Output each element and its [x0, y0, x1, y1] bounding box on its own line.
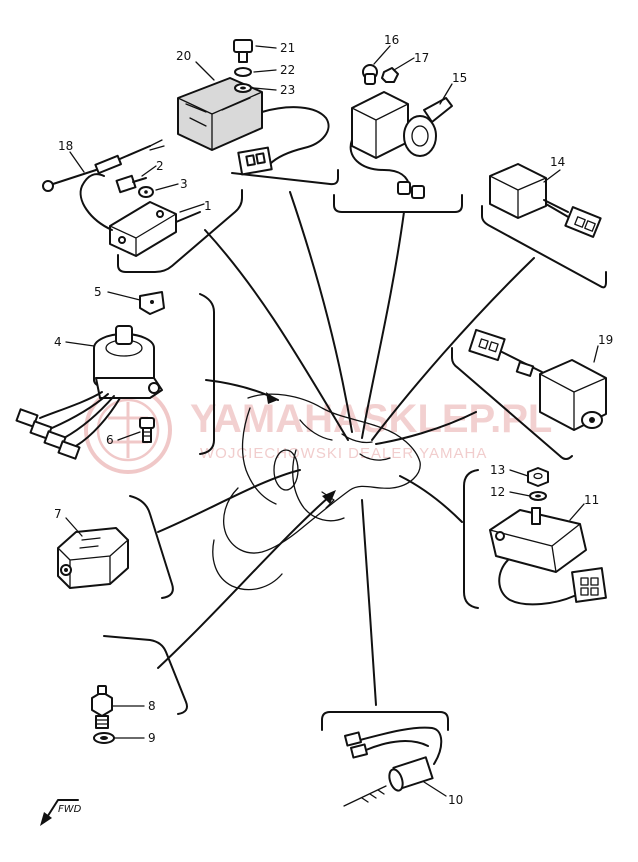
- label-part-11: 11: [584, 493, 599, 507]
- part-9-washer: [93, 732, 115, 744]
- part-11-rectifier: [489, 507, 607, 606]
- label-part-7: 7: [54, 507, 62, 521]
- label-part-8: 8: [148, 699, 156, 713]
- part-3-washer: [138, 186, 154, 198]
- number-leaders: [65, 45, 599, 797]
- part-6-screw: [139, 417, 155, 443]
- label-part-4: 4: [54, 335, 62, 349]
- front-marker-text: FWD: [58, 804, 82, 815]
- part-22-washer: [234, 67, 252, 77]
- label-part-12: 12: [490, 485, 505, 499]
- part-20-regulator: [177, 77, 330, 176]
- part-13-nut: [527, 467, 549, 487]
- part-7-switch: [57, 527, 129, 589]
- label-part-21: 21: [280, 41, 295, 55]
- leader-lines: [157, 191, 535, 706]
- part-15-starter-relay: [349, 91, 453, 199]
- part-18-lead-wire: [42, 139, 165, 192]
- label-part-10: 10: [448, 793, 463, 807]
- label-part-22: 22: [280, 63, 295, 77]
- part-4-main-switch: [15, 325, 163, 460]
- label-part-18: 18: [58, 139, 73, 153]
- label-part-3: 3: [180, 177, 188, 191]
- label-part-9: 9: [148, 731, 156, 745]
- label-part-14: 14: [550, 155, 565, 169]
- part-14-flasher-unit: [489, 163, 602, 238]
- part-17-nut: [381, 67, 399, 83]
- label-part-2: 2: [156, 159, 164, 173]
- frame-outline: [212, 393, 421, 591]
- label-part-5: 5: [94, 285, 102, 299]
- part-12-washer: [529, 491, 547, 501]
- label-part-13: 13: [490, 463, 505, 477]
- part-23-spacer: [234, 83, 252, 93]
- part-2-bolt: [115, 174, 147, 194]
- label-part-6: 6: [106, 433, 114, 447]
- label-part-15: 15: [452, 71, 467, 85]
- label-part-20: 20: [176, 49, 191, 63]
- part-19-relay: [468, 328, 607, 431]
- part-16-cap: [362, 64, 378, 85]
- label-part-23: 23: [280, 83, 295, 97]
- watermark-logo-inner-ring: [96, 398, 160, 462]
- watermark: YAMAHASKLEP.PL WOJCIECHOWSKI DEALER YAMA…: [84, 386, 552, 474]
- front-direction-marker: FWD: [40, 799, 82, 826]
- label-part-16: 16: [384, 33, 399, 47]
- part-1-relay-unit: [79, 173, 201, 257]
- group-brackets: [103, 169, 607, 731]
- watermark-text: YAMAHASKLEP.PL: [190, 397, 552, 441]
- part-number-labels: 1 2 3 4 5 6 7 8 9 10 11 12 13 14 15 16 1…: [54, 33, 613, 807]
- label-part-19: 19: [598, 333, 613, 347]
- label-part-17: 17: [414, 51, 429, 65]
- part-10-switch: [343, 726, 443, 807]
- label-part-1: 1: [204, 199, 212, 213]
- part-5-bracket: [139, 291, 165, 315]
- watermark-subtext: WOJCIECHOWSKI DEALER YAMAHA: [200, 445, 487, 462]
- part-21-bolt: [233, 39, 253, 63]
- part-8-sensor: [91, 685, 113, 729]
